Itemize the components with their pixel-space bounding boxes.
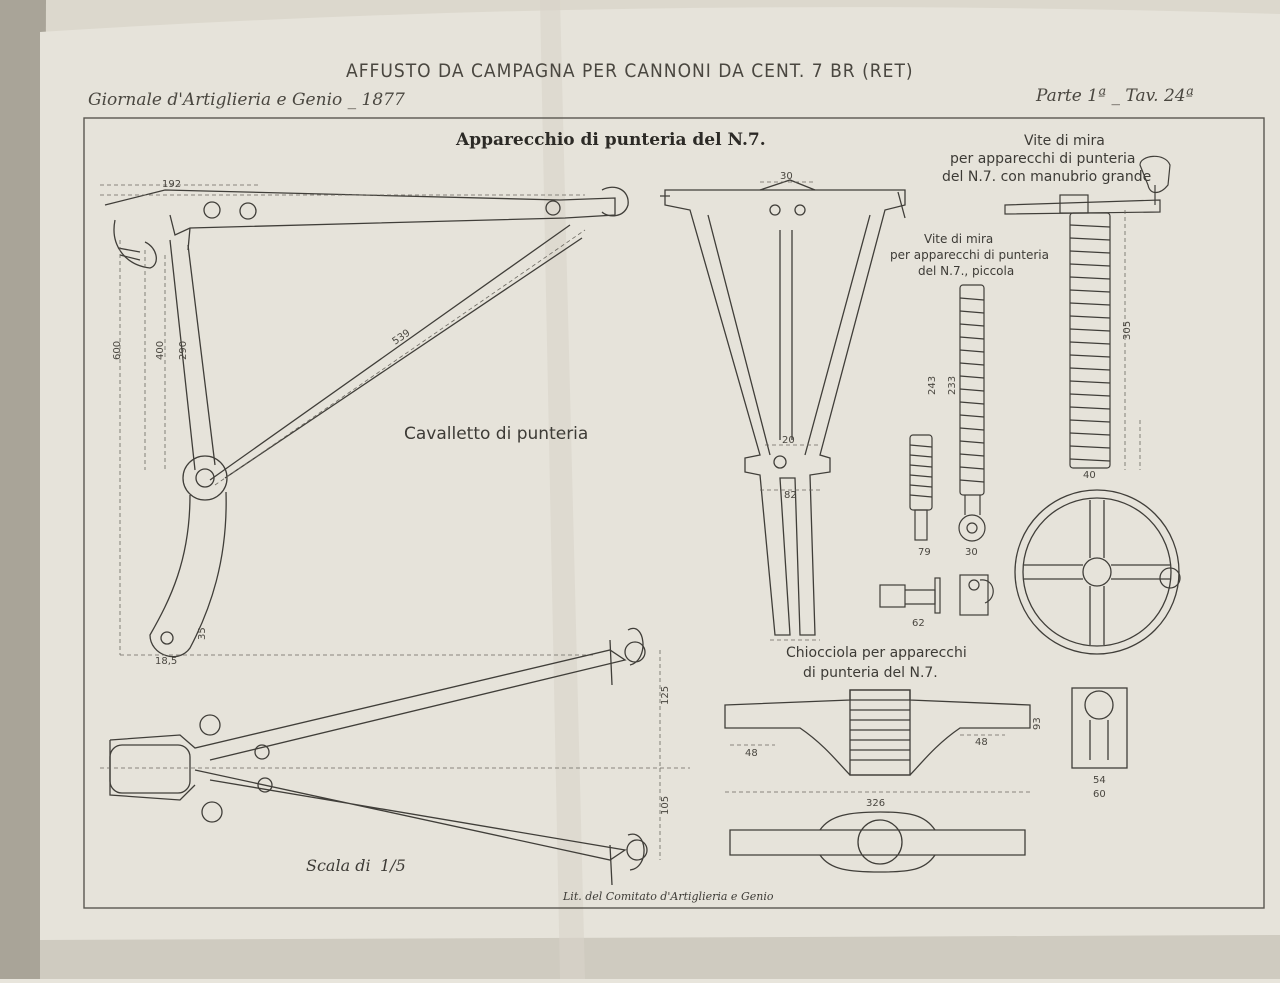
svg-text:35: 35: [197, 627, 208, 640]
dimension-lines-nut: [725, 734, 1030, 793]
dimension-numbers-lower: 125 105: [660, 686, 671, 815]
svg-text:82: 82: [784, 490, 797, 501]
svg-text:60: 60: [1093, 789, 1106, 800]
large-screw-label-2: per apparecchi di punteria: [950, 151, 1136, 167]
small-screw: [909, 284, 986, 542]
nut-label-1: Chiocciola per apparecchi: [786, 645, 967, 661]
dimension-numbers-small-screw: 243 233 79 30: [918, 376, 978, 558]
dimension-lines-lower: [100, 650, 690, 860]
nut-label-2: di punteria del N.7.: [803, 665, 938, 681]
scale-fraction: 1/5: [380, 856, 406, 875]
svg-text:326: 326: [866, 798, 885, 809]
svg-text:18,5: 18,5: [155, 656, 177, 667]
svg-text:233: 233: [947, 376, 958, 395]
y-stand: [660, 179, 906, 636]
svg-text:20: 20: [782, 435, 795, 446]
hand-wheel: [1014, 489, 1181, 655]
svg-text:305: 305: [1122, 321, 1133, 340]
svg-text:79: 79: [918, 547, 931, 558]
pin-detail: [879, 574, 994, 616]
svg-text:54: 54: [1093, 775, 1106, 786]
plate-title: AFFUSTO DA CAMPAGNA PER CANNONI DA CENT.…: [346, 60, 914, 82]
large-screw-label-1: Vite di mira: [1024, 133, 1105, 149]
svg-text:48: 48: [745, 748, 758, 759]
large-screw-label-3: del N.7. con manubrio grande: [942, 169, 1152, 185]
drawing-title: Apparecchio di punteria del N.7.: [456, 130, 766, 150]
dimension-lines-upper: [100, 184, 595, 656]
svg-text:48: 48: [975, 737, 988, 748]
journal-title: Giornale d'Artiglieria e Genio _ 1877: [88, 90, 405, 110]
svg-text:40: 40: [1083, 470, 1096, 481]
center-fold: [540, 0, 585, 979]
cavalletto-label: Cavalletto di punteria: [404, 424, 589, 444]
scale-label: Scala di: [306, 856, 371, 875]
svg-text:243: 243: [927, 376, 938, 395]
svg-text:400: 400: [155, 341, 166, 360]
nut-plan-view: [729, 811, 1026, 873]
dimension-lines-large-screw: [1124, 210, 1141, 470]
dimension-numbers-large-screw: 305 40: [1083, 321, 1133, 481]
drawing-frame: [83, 117, 1265, 909]
svg-text:125: 125: [660, 686, 671, 705]
small-screw-label-3: del N.7., piccola: [918, 264, 1015, 278]
dimension-numbers-pin: 62: [912, 618, 925, 629]
svg-text:192: 192: [162, 179, 181, 190]
dimension-numbers-stand: 30 82 20: [780, 171, 797, 501]
svg-text:62: 62: [912, 618, 925, 629]
svg-text:105: 105: [660, 796, 671, 815]
svg-text:290: 290: [178, 341, 189, 360]
svg-text:93: 93: [1032, 717, 1043, 730]
paper-page: [40, 7, 1280, 979]
svg-text:30: 30: [780, 171, 793, 182]
small-screw-label-2: per apparecchi di punteria: [890, 248, 1049, 262]
nut-front-view: [724, 687, 1128, 776]
small-screw-label-1: Vite di mira: [924, 232, 994, 246]
large-screw: [1004, 155, 1171, 469]
svg-text:600: 600: [112, 341, 123, 360]
dimension-numbers-nut: 326 48 48 93 54 60: [745, 717, 1106, 809]
plate-number: Parte 1ª _ Tav. 24ª: [1036, 86, 1194, 106]
lithographer-credit: Lit. del Comitato d'Artiglieria e Genio: [563, 890, 774, 903]
cavalletto-lower: [109, 627, 648, 886]
svg-text:30: 30: [965, 547, 978, 558]
